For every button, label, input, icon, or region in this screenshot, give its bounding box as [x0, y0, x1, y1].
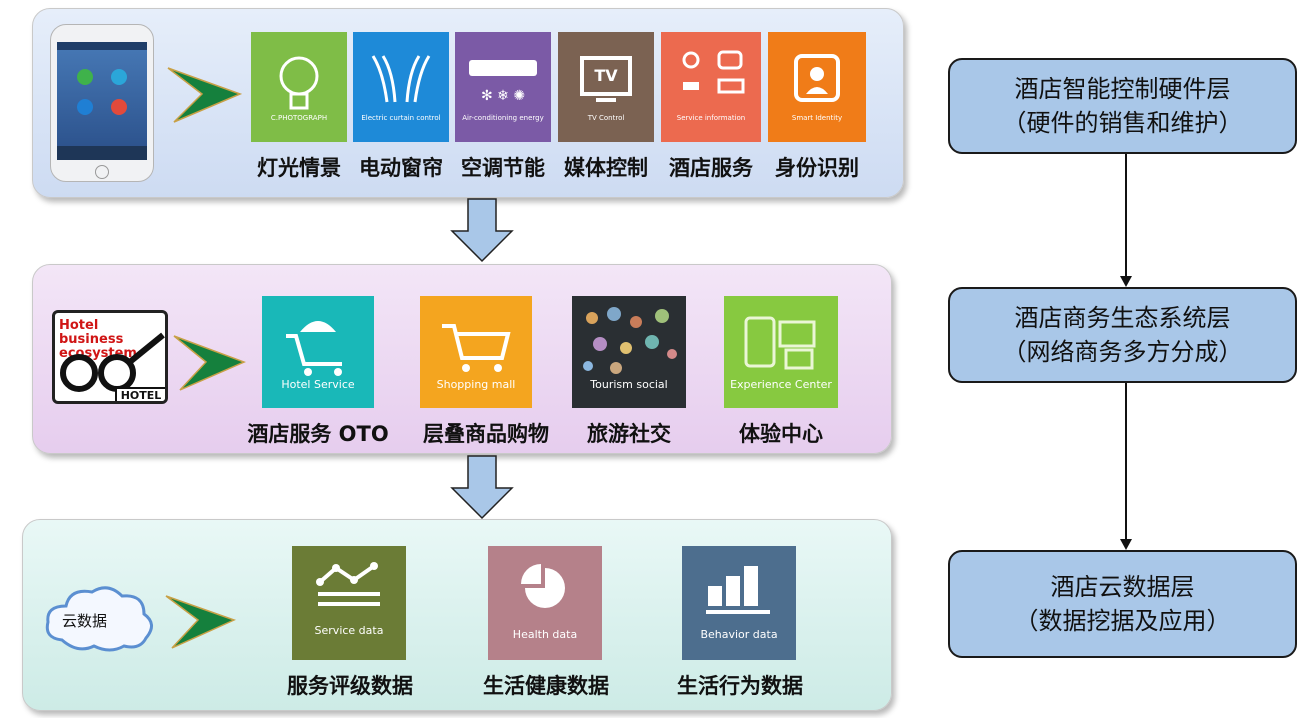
label-aircon: 空调节能: [461, 156, 545, 180]
connector-arrow: [1120, 383, 1132, 550]
connector-arrow: [1120, 154, 1132, 287]
smartphone-image: [50, 24, 154, 182]
phone-app-icons: [57, 42, 147, 160]
hotel-ecosystem-logo: Hotel business ecosystem HOTEL: [52, 310, 168, 404]
devices-icon: [724, 296, 838, 408]
service-icon: [661, 32, 761, 142]
logo-hotel-text: HOTEL: [115, 387, 165, 401]
tile-name: Service information: [676, 114, 746, 122]
phone-home-button: [95, 165, 109, 179]
cloud-label: 云数据: [62, 612, 108, 630]
box-title: 酒店智能控制硬件层: [1014, 75, 1231, 103]
tile-name: Experience Center: [730, 378, 832, 391]
label-service-data: 服务评级数据: [287, 674, 413, 698]
tile-name: Service data: [314, 624, 384, 637]
lightbulb-icon: [251, 32, 347, 142]
identity-icon: [768, 32, 866, 142]
svg-text:✻ ❄ ✺: ✻ ❄ ✺: [481, 88, 525, 104]
tile-name: Hotel Service: [281, 378, 355, 391]
cloud-icon: [45, 586, 153, 652]
tile-health-data: Health data: [488, 546, 602, 660]
label-experience: 体验中心: [739, 422, 823, 446]
tile-tv: TV TV Control: [558, 32, 654, 142]
pointer-arrow-icon: [165, 595, 236, 649]
shopping-cart-icon: [420, 296, 532, 408]
box-ecosystem-layer: 酒店商务生态系统层 （网络商务多方分成）: [948, 287, 1297, 383]
tile-hotel-service: Hotel Service: [262, 296, 374, 408]
tile-name: C.PHOTOGRAPH: [270, 114, 328, 122]
tile-behavior-data: Behavior data: [682, 546, 796, 660]
social-network-icon: [572, 296, 686, 408]
label-identity: 身份识别: [775, 156, 859, 180]
pie-chart-icon: [488, 546, 602, 660]
tile-shopping: Shopping mall: [420, 296, 532, 408]
box-subtitle: （硬件的销售和维护）: [1002, 109, 1243, 137]
label-tourism: 旅游社交: [587, 422, 671, 446]
label-hotel-oto: 酒店服务 OTO: [247, 422, 389, 446]
label-behavior-data: 生活行为数据: [677, 674, 803, 698]
tile-name: Electric curtain control: [361, 114, 441, 122]
tile-identity: Smart Identity: [768, 32, 866, 142]
tile-name: Shopping mall: [436, 378, 516, 391]
label-hotel-service: 酒店服务: [669, 156, 753, 180]
line-chart-icon: [292, 546, 406, 660]
label-health-data: 生活健康数据: [483, 674, 609, 698]
box-subtitle: （网络商务多方分成）: [1002, 338, 1243, 366]
label-lighting: 灯光情景: [257, 156, 341, 180]
tile-name: TV Control: [587, 114, 625, 122]
label-media: 媒体控制: [564, 156, 648, 180]
tile-name: Health data: [512, 628, 578, 641]
tile-name: Tourism social: [590, 378, 668, 391]
pointer-arrow-icon: [167, 67, 242, 123]
bar-chart-icon: [682, 546, 796, 660]
pointer-arrow-icon: [173, 335, 246, 391]
tv-icon-text: TV: [594, 66, 618, 85]
curtain-icon: [353, 32, 449, 142]
tile-service: Service information: [661, 32, 761, 142]
tile-experience: Experience Center: [724, 296, 838, 408]
cart-cloche-icon: [262, 296, 374, 408]
box-cloud-layer: 酒店云数据层 （数据挖据及应用）: [948, 550, 1297, 658]
phone-screen: [57, 42, 147, 160]
tile-tourism: Tourism social: [572, 296, 686, 408]
box-hardware-layer: 酒店智能控制硬件层 （硬件的销售和维护）: [948, 58, 1297, 154]
down-arrow-icon: [450, 455, 514, 520]
tile-name: Behavior data: [700, 628, 778, 641]
label-shopping: 层叠商品购物: [423, 422, 549, 446]
tile-lighting: C.PHOTOGRAPH: [251, 32, 347, 142]
aircon-icon: ✻ ❄ ✺: [455, 32, 551, 142]
box-title: 酒店商务生态系统层: [1014, 304, 1231, 332]
tv-icon: [558, 32, 654, 142]
tile-name: Air-conditioning energy: [462, 114, 544, 122]
tile-aircon: ✻ ❄ ✺ Air-conditioning energy: [455, 32, 551, 142]
box-subtitle: （数据挖据及应用）: [1014, 607, 1231, 635]
tile-curtain: Electric curtain control: [353, 32, 449, 142]
label-curtain: 电动窗帘: [359, 156, 443, 180]
down-arrow-icon: [450, 198, 514, 263]
tile-name: Smart Identity: [791, 114, 843, 122]
tile-service-data: Service data: [292, 546, 406, 660]
box-title: 酒店云数据层: [1050, 573, 1195, 601]
